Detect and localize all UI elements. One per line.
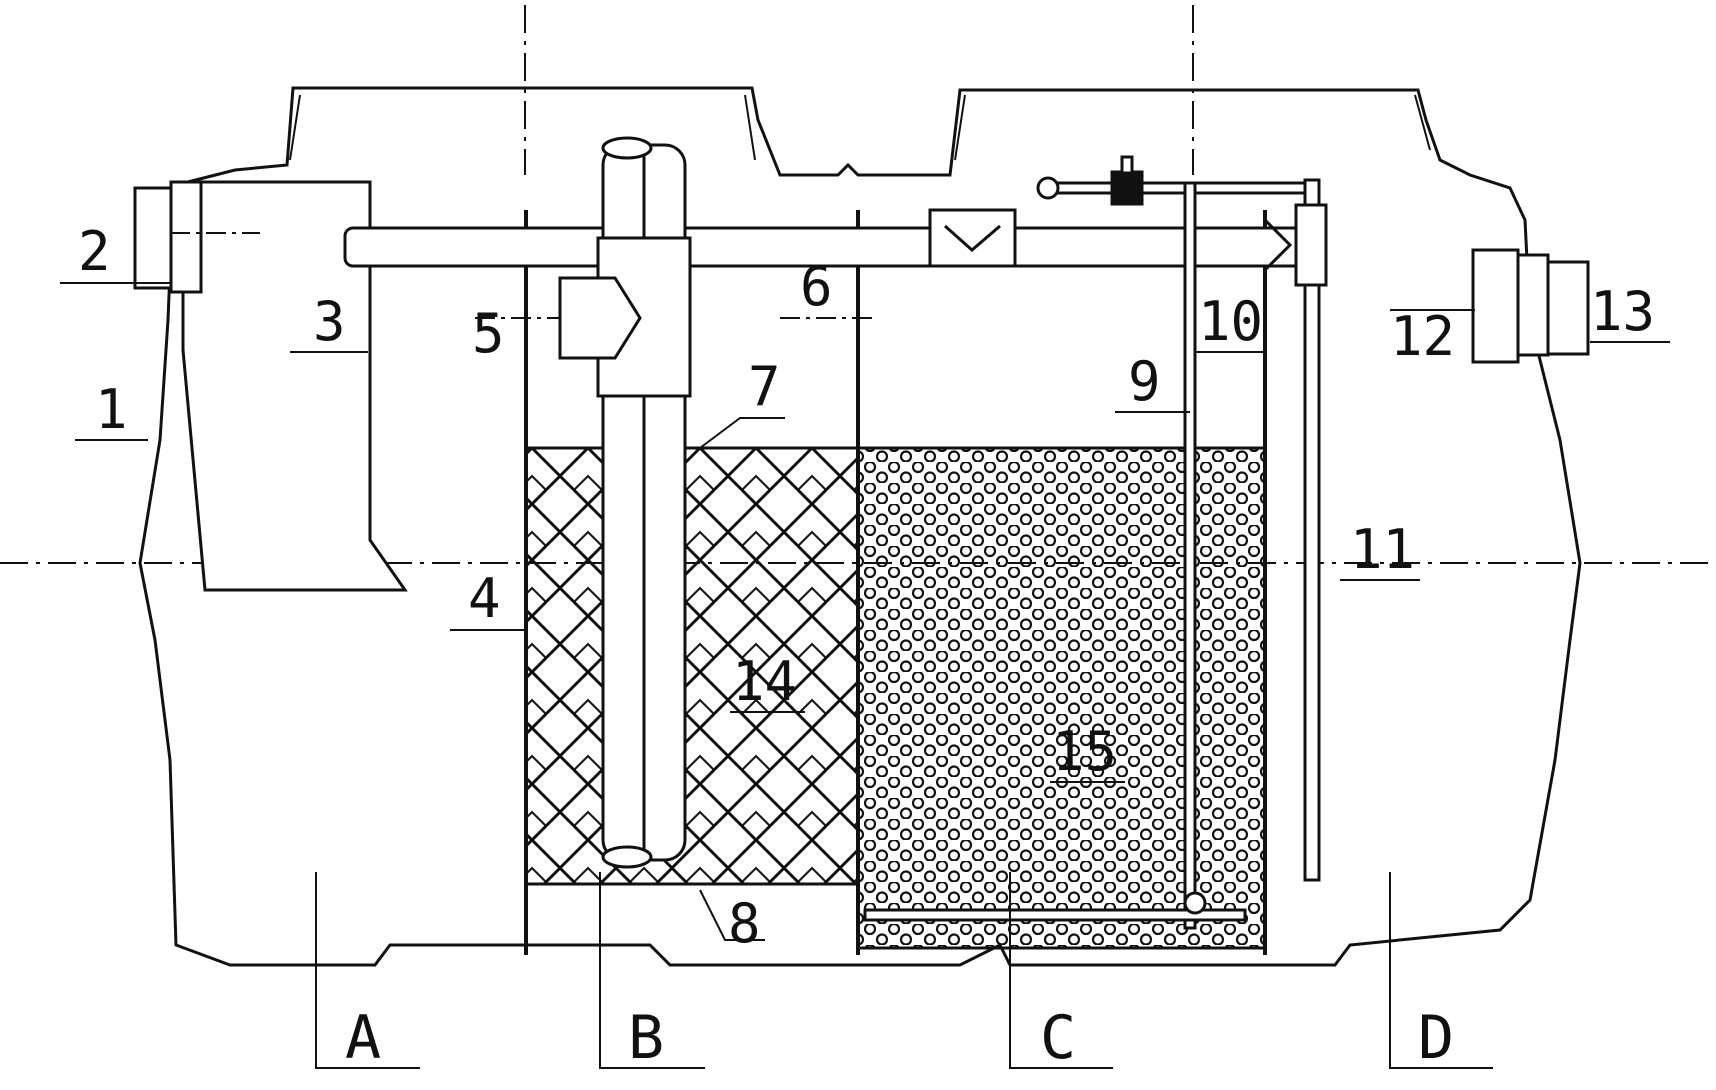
tank-shell xyxy=(138,86,1582,967)
herringbone-media xyxy=(524,446,860,886)
aeration-line xyxy=(863,155,1321,930)
callout-10: 10 xyxy=(1198,290,1263,353)
inlet-pipe xyxy=(133,180,203,294)
callout-1: 1 xyxy=(95,378,128,441)
callout-13: 13 xyxy=(1590,280,1655,343)
inlet-baffle xyxy=(181,180,408,592)
callout-7: 7 xyxy=(748,355,781,418)
callout-5: 5 xyxy=(472,302,505,365)
zone-labels: A B C D xyxy=(345,1003,1454,1073)
riser-pipe xyxy=(558,136,692,869)
leader-lines xyxy=(60,232,1670,1069)
zone-d: D xyxy=(1418,1003,1454,1073)
callout-labels: 1 2 3 4 5 6 7 8 9 10 11 12 13 14 15 xyxy=(78,220,1655,955)
zone-a: A xyxy=(345,1003,381,1073)
zone-b: B xyxy=(628,1003,664,1073)
honeycomb-media xyxy=(856,446,1267,950)
callout-12: 12 xyxy=(1390,305,1455,368)
callout-9: 9 xyxy=(1128,350,1161,413)
callout-11: 11 xyxy=(1350,518,1415,581)
callout-3: 3 xyxy=(313,290,346,353)
outlet-pipe xyxy=(1471,248,1590,364)
callout-4: 4 xyxy=(468,567,501,630)
callout-14: 14 xyxy=(732,650,797,713)
callout-2: 2 xyxy=(78,220,111,283)
callout-8: 8 xyxy=(728,892,761,955)
callout-6: 6 xyxy=(800,255,833,318)
zone-c: C xyxy=(1040,1003,1076,1073)
callout-15: 15 xyxy=(1052,720,1117,783)
return-pipe xyxy=(1263,203,1328,287)
